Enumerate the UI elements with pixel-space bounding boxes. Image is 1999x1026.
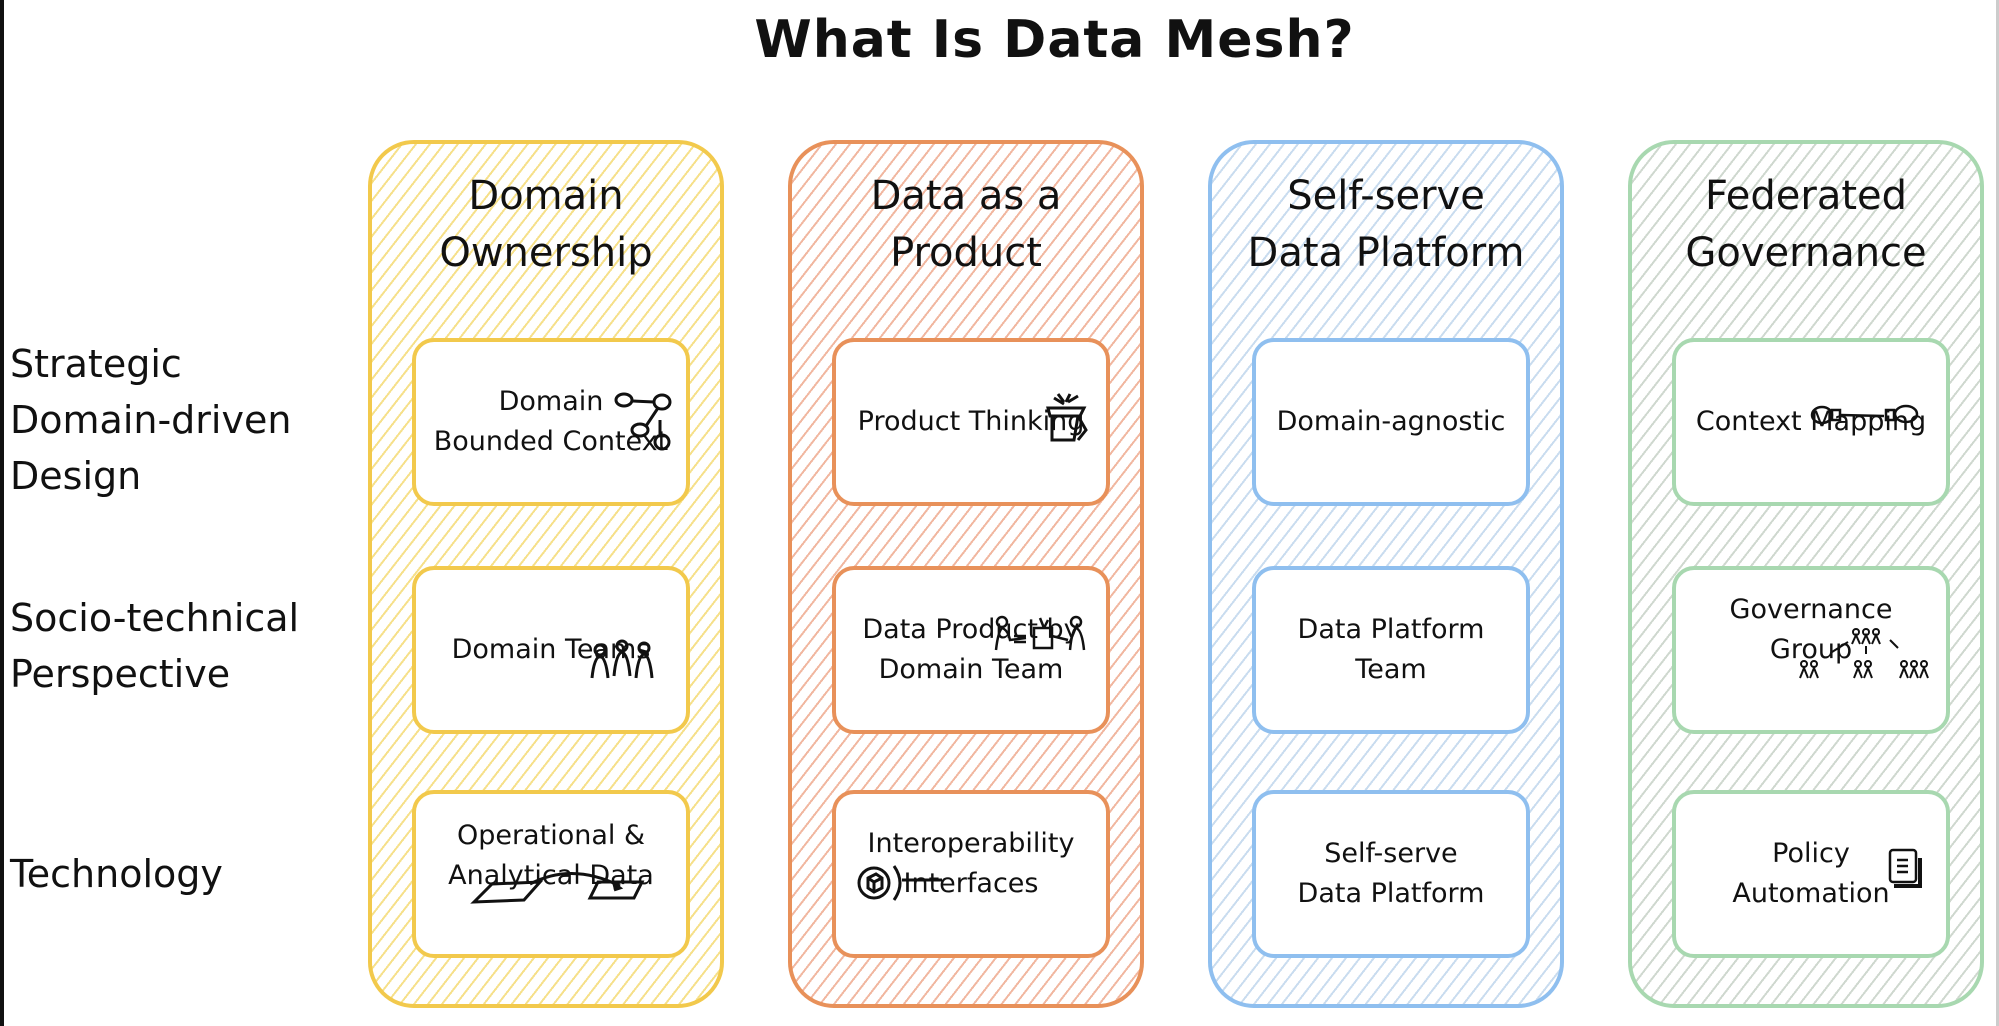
pillar-title: Data as a Product <box>870 173 1062 276</box>
card-label: Governance Group <box>1729 594 1893 665</box>
pillar-title: Federated Governance <box>1685 173 1927 276</box>
card-operational-analytical-data: Operational & Analytical Data <box>412 790 690 958</box>
context-link-icon <box>1810 362 1920 468</box>
card-label: Domain Bounded Context <box>433 386 669 457</box>
card-product-thinking: Product Thinking <box>832 338 1110 506</box>
window-left-edge <box>0 0 4 1026</box>
card-governance-group: Governance Group <box>1672 566 1950 734</box>
data-transfer-icon <box>470 830 652 946</box>
pillar-federated-governance: Federated Governance Context Mapping Gov… <box>1628 140 1984 1008</box>
card-label: Policy Automation <box>1732 838 1890 909</box>
policy-document-icon <box>1886 808 1928 928</box>
card-data-platform-team: Data Platform Team <box>1252 566 1530 734</box>
card-data-product-by-domain-team: Data Product by Domain Team <box>832 566 1110 734</box>
graph-nodes-icon <box>614 350 674 494</box>
window-right-edge <box>1996 0 1999 1026</box>
interface-socket-icon <box>856 822 946 944</box>
card-policy-automation: Policy Automation <box>1672 790 1950 958</box>
pillar-data-as-a-product: Data as a Product Product Thinking Data … <box>788 140 1144 1008</box>
card-self-serve-data-platform: Self-serve Data Platform <box>1252 790 1530 958</box>
row-label-strategic: Strategic Domain-driven Design <box>10 342 292 498</box>
card-label: Operational & Analytical Data <box>448 820 654 891</box>
row-label-technology: Technology <box>10 852 223 896</box>
card-context-mapping: Context Mapping <box>1672 338 1950 506</box>
pillar-self-serve-data-platform: Self-serve Data Platform Domain-agnostic… <box>1208 140 1564 1008</box>
gift-box-icon <box>1044 350 1090 484</box>
card-label: Context Mapping <box>1695 406 1927 437</box>
pillar-title: Domain Ownership <box>439 173 653 276</box>
card-label: Data Platform Team <box>1297 614 1485 685</box>
diagram-title: What Is Data Mesh? <box>754 10 1355 70</box>
card-domain-teams: Domain Teams <box>412 566 690 734</box>
card-domain-bounded-context: Domain Bounded Context <box>412 338 690 506</box>
card-interoperability-interfaces: Interoperability Interfaces <box>832 790 1110 958</box>
card-label: Interoperability Interfaces <box>867 828 1075 899</box>
card-label: Self-serve Data Platform <box>1297 838 1485 909</box>
card-label: Data Product by Domain Team <box>862 614 1080 685</box>
org-hierarchy-icon <box>1794 586 1934 722</box>
pillar-title: Self-serve Data Platform <box>1247 173 1525 276</box>
card-label: Product Thinking <box>857 406 1085 437</box>
pillar-domain-ownership: Domain Ownership Domain Bounded Context … <box>368 140 724 1008</box>
team-people-icon <box>588 600 658 720</box>
team-delivering-product-icon <box>992 574 1088 694</box>
row-label-socio-technical: Socio-technical Perspective <box>10 596 300 696</box>
card-label: Domain Teams <box>451 634 651 665</box>
card-domain-agnostic: Domain-agnostic <box>1252 338 1530 506</box>
card-label: Domain-agnostic <box>1276 406 1506 437</box>
